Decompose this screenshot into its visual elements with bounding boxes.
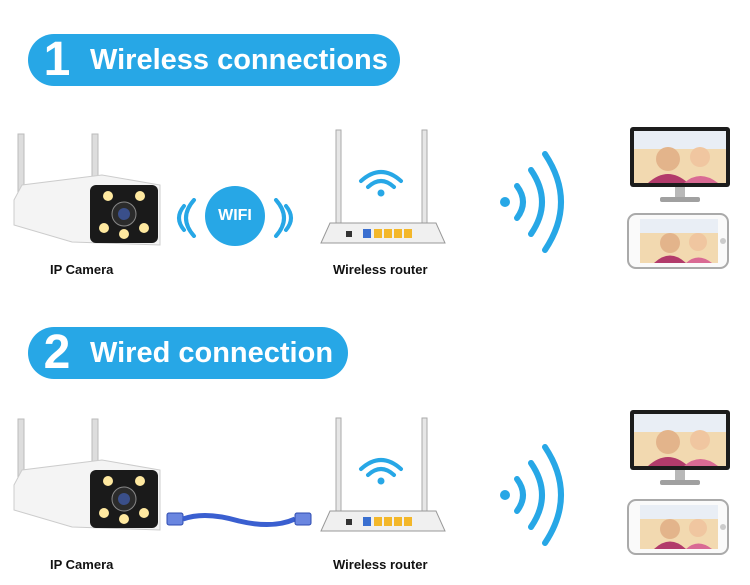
wifi-badge: WIFI [205,186,265,246]
router-label: Wireless router [333,262,428,277]
section-title: Wireless connections [90,44,388,76]
camera-label: IP Camera [50,557,114,572]
wifi-signal-large-icon [500,444,564,546]
section-banner: 1 Wireless connections [28,34,400,86]
wireless-router-icon [320,417,446,532]
section-banner: 2 Wired connection [28,327,348,379]
camera-label: IP Camera [50,262,114,277]
router-label: Wireless router [333,557,428,572]
wifi-signal-right-icon [274,198,293,238]
wireless-router-icon [320,129,446,244]
section-title: Wired connection [90,337,334,369]
wifi-signal-left-icon [177,198,196,238]
section-wired: 2 Wired connection IP Camera [0,295,750,585]
section-number: 2 [43,326,71,379]
wifi-signal-large-icon [500,151,564,253]
ethernet-cable-icon [166,512,312,527]
wifi-badge-label: WIFI [218,207,252,224]
section-number: 1 [43,33,71,86]
monitor-icon [630,410,730,485]
ip-camera-icon [13,133,161,246]
monitor-icon [630,127,730,202]
ip-camera-icon [13,418,161,531]
smartphone-icon [627,499,729,555]
smartphone-icon [627,213,729,269]
section-wireless: 1 Wireless connections IP Camera WIFI [13,34,730,277]
